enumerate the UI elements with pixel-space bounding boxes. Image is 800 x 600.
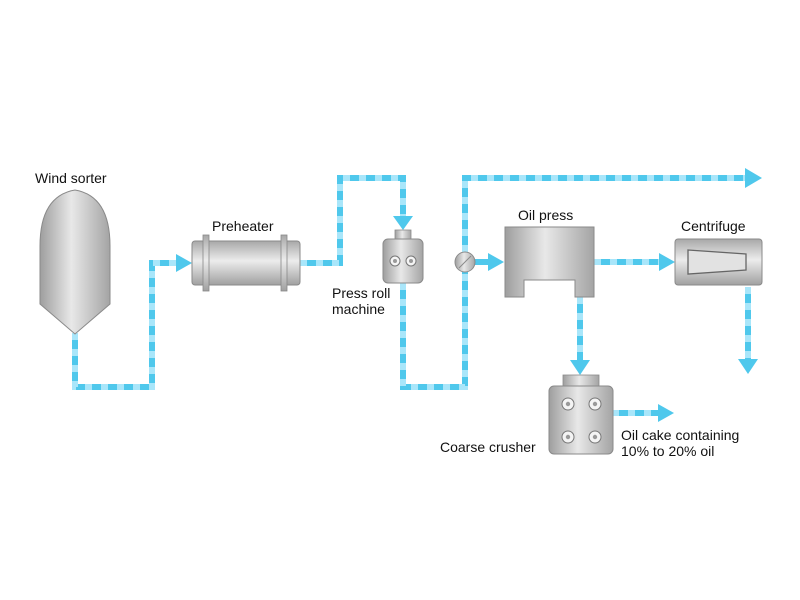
coarse-crusher bbox=[548, 374, 614, 455]
arrow-into-preheater bbox=[176, 254, 192, 272]
label-preheater: Preheater bbox=[212, 218, 274, 234]
arrow-into-centrifuge bbox=[659, 253, 675, 271]
pipe-press-roll-to-junction bbox=[400, 272, 468, 390]
wind-sorter bbox=[39, 189, 111, 335]
label-wind-sorter: Wind sorter bbox=[35, 170, 107, 186]
press-roll-machine bbox=[382, 229, 424, 284]
oil-press bbox=[504, 226, 595, 298]
arrow-centrifuge-outlet bbox=[738, 359, 758, 374]
pipes bbox=[72, 168, 762, 422]
label-oil-press: Oil press bbox=[518, 207, 573, 223]
label-coarse-crusher: Coarse crusher bbox=[440, 439, 536, 455]
junction-valve bbox=[454, 251, 476, 273]
arrow-into-oil-press bbox=[488, 253, 504, 271]
preheater bbox=[191, 234, 301, 292]
pipe-preheater-to-press-roll bbox=[300, 175, 406, 266]
label-centrifuge: Centrifuge bbox=[681, 218, 746, 234]
arrow-into-press-roll bbox=[393, 216, 413, 230]
arrow-into-crusher bbox=[570, 360, 590, 375]
centrifuge bbox=[674, 238, 763, 286]
arrow-top-outlet bbox=[745, 168, 762, 188]
label-press-roll-line2: machine bbox=[332, 301, 385, 317]
label-oil-cake-line1: Oil cake containing bbox=[621, 427, 739, 443]
label-press-roll-line1: Press roll bbox=[332, 285, 390, 301]
label-oil-cake-line2: 10% to 20% oil bbox=[621, 443, 714, 459]
arrow-oil-cake-outlet bbox=[658, 404, 674, 422]
